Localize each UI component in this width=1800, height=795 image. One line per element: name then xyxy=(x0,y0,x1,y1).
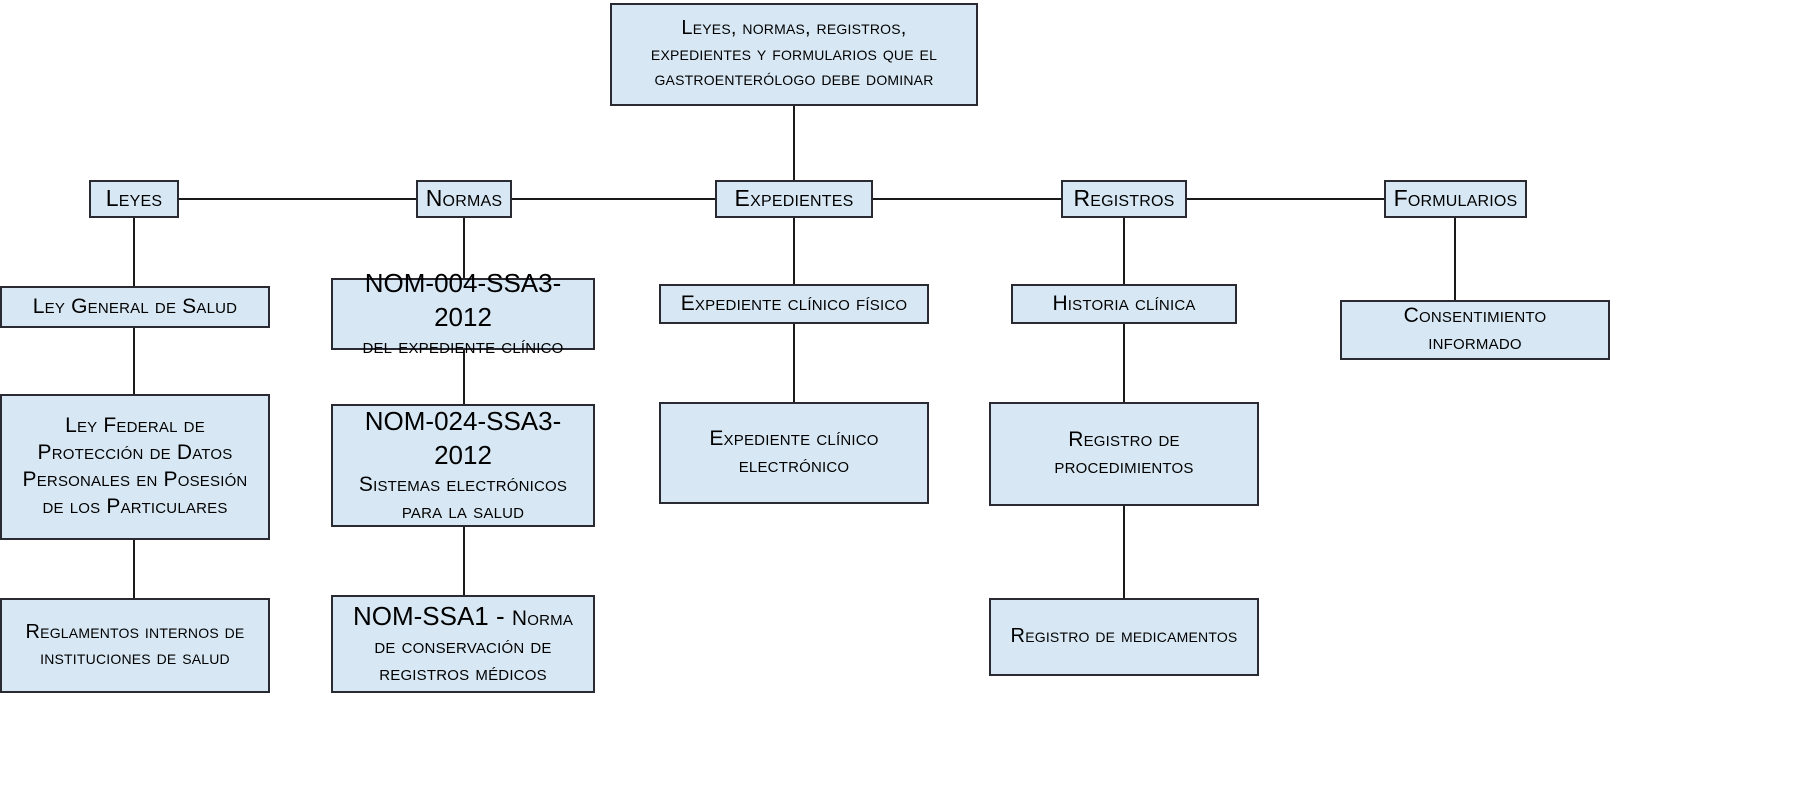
node-ley-general-de-salud[interactable]: Ley General de Salud xyxy=(0,286,270,328)
edge-leyes-c1-to-c2 xyxy=(133,328,135,394)
node-consentimiento-line-1: Consentimiento xyxy=(1403,304,1547,328)
node-ley-general-de-salud-line-1: Ley General de Salud xyxy=(32,294,238,318)
node-branch-normas-label: Normas xyxy=(425,185,503,212)
edge-leyes-to-c1 xyxy=(133,218,135,286)
node-nom-ssa1-code-suffix: Norma xyxy=(511,607,574,631)
node-root-line-1: Leyes, normas, registros, xyxy=(681,17,907,40)
node-reglamentos-internos[interactable]: Reglamentos internos de instituciones de… xyxy=(0,598,270,693)
node-nom-004-line-1: del expediente clínico xyxy=(362,334,564,358)
node-nom-024[interactable]: NOM-024-SSA3-2012 Sistemas electrónicos … xyxy=(331,404,595,527)
node-historia-clinica-line-1: Historia clínica xyxy=(1052,291,1196,315)
node-historia-clinica[interactable]: Historia clínica xyxy=(1011,284,1237,324)
node-reglamentos-line-2: instituciones de salud xyxy=(40,646,230,669)
edge-expedientes-to-c1 xyxy=(793,218,795,284)
edge-registros-c1-to-c2 xyxy=(1123,324,1125,402)
node-nom-ssa1-code-row: NOM-SSA1 - Norma xyxy=(339,600,587,633)
node-consentimiento-line-2: informado xyxy=(1428,331,1522,354)
node-nom-004-code: NOM-004-SSA3-2012 xyxy=(364,268,562,332)
edge-leyes-c2-to-c3 xyxy=(133,540,135,598)
node-branch-normas[interactable]: Normas xyxy=(416,180,512,218)
edge-level2-bus-left2 xyxy=(503,198,716,200)
node-branch-expedientes-label: Expedientes xyxy=(734,185,854,212)
node-branch-leyes[interactable]: Leyes xyxy=(89,180,179,218)
edge-expedientes-c1-to-c2 xyxy=(793,324,795,402)
node-branch-formularios-label: Formularios xyxy=(1393,185,1518,212)
node-ley-federal-line-3: Personales en Posesión xyxy=(22,468,248,491)
node-nom-004[interactable]: NOM-004-SSA3-2012 del expediente clínico xyxy=(331,268,595,358)
node-registro-medicamentos-line-1: Registro de medicamentos xyxy=(1010,625,1238,648)
node-nom-024-code: NOM-024-SSA3-2012 xyxy=(364,406,562,470)
node-registro-medicamentos[interactable]: Registro de medicamentos xyxy=(989,598,1259,676)
node-registro-procedimientos-line-1: Registro de xyxy=(1068,428,1180,452)
edge-level2-bus-left xyxy=(134,198,424,200)
node-ley-federal-line-1: Ley Federal de xyxy=(65,414,205,438)
node-ley-federal-proteccion-datos[interactable]: Ley Federal de Protección de Datos Perso… xyxy=(0,394,270,540)
node-root-line-3: gastroenterólogo debe dominar xyxy=(654,68,934,91)
node-registro-procedimientos-line-2: procedimientos xyxy=(1054,455,1194,478)
node-expediente-fisico-line-1: Expediente clínico físico xyxy=(680,291,908,315)
node-root-line-2: expedientes y formularios que el xyxy=(650,42,938,65)
node-branch-registros-label: Registros xyxy=(1073,185,1175,212)
edge-normas-to-c1 xyxy=(463,218,465,278)
node-expediente-clinico-electronico[interactable]: Expediente clínico electrónico xyxy=(659,402,929,504)
node-expediente-clinico-fisico[interactable]: Expediente clínico físico xyxy=(659,284,929,324)
edge-registros-c2-to-c3 xyxy=(1123,506,1125,598)
node-nom-ssa1[interactable]: NOM-SSA1 - Norma de conservación de regi… xyxy=(331,595,595,693)
node-root[interactable]: Leyes, normas, registros, expedientes y … xyxy=(610,3,978,106)
edge-level2-bus-right xyxy=(872,198,1062,200)
node-branch-formularios[interactable]: Formularios xyxy=(1384,180,1527,218)
edge-root-stem xyxy=(793,105,795,180)
edge-normas-c1-to-c2 xyxy=(463,350,465,404)
node-ley-federal-line-4: de los Particulares xyxy=(42,494,228,518)
node-nom-ssa1-line-1: de conservación de xyxy=(374,634,552,658)
node-registro-procedimientos[interactable]: Registro de procedimientos xyxy=(989,402,1259,506)
node-ley-federal-line-2: Protección de Datos xyxy=(37,441,233,465)
node-consentimiento-informado[interactable]: Consentimiento informado xyxy=(1340,300,1610,360)
node-expediente-electronico-line-2: electrónico xyxy=(738,454,850,477)
node-branch-registros[interactable]: Registros xyxy=(1061,180,1187,218)
node-nom-ssa1-code: NOM-SSA1 - xyxy=(352,601,512,632)
edge-level2-bus-right2 xyxy=(1187,198,1385,200)
node-branch-expedientes[interactable]: Expedientes xyxy=(715,180,873,218)
node-branch-leyes-label: Leyes xyxy=(105,185,163,212)
node-nom-024-line-1: Sistemas electrónicos xyxy=(358,472,568,496)
node-reglamentos-line-1: Reglamentos internos de xyxy=(25,620,245,643)
node-nom-ssa1-line-2: registros médicos xyxy=(379,661,547,685)
node-expediente-electronico-line-1: Expediente clínico xyxy=(709,427,879,451)
edge-normas-c2-to-c3 xyxy=(463,527,465,595)
edge-registros-to-c1 xyxy=(1123,218,1125,284)
node-nom-024-line-2: para la salud xyxy=(401,499,525,523)
edge-formularios-to-c1 xyxy=(1454,218,1456,300)
